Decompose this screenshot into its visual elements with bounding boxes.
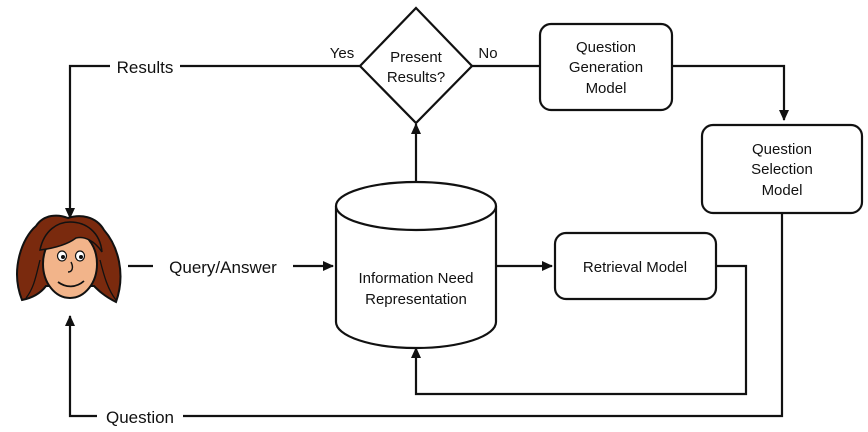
question-label-bg xyxy=(97,405,183,427)
question-selection-line-3: Model xyxy=(762,182,803,199)
question-generation-line-3: Model xyxy=(586,80,627,97)
edge-generation-to-selection xyxy=(672,64,789,121)
question-generation-line-2: Generation xyxy=(569,59,643,76)
question-selection-model-node: Question Selection Model xyxy=(700,123,864,215)
edge-results xyxy=(65,64,360,219)
results-label: Results xyxy=(117,58,174,77)
question-selection-line-2: Selection xyxy=(751,161,813,178)
query-answer-label: Query/Answer xyxy=(169,258,277,277)
information-need-line-1: Information Need xyxy=(358,270,473,287)
results-label-bg xyxy=(110,55,180,77)
edge-retrieval-to-need xyxy=(411,264,748,396)
question-selection-line-1: Question xyxy=(752,141,812,158)
present-results-line-2: Results? xyxy=(387,69,445,86)
question-generation-model-node: Question Generation Model xyxy=(538,22,674,112)
question-label: Question xyxy=(106,408,174,427)
retrieval-model-label: Retrieval Model xyxy=(583,259,687,276)
query-answer-label-bg xyxy=(153,255,293,277)
yes-label: Yes xyxy=(330,45,354,62)
edge-question xyxy=(65,213,784,418)
information-need-line-2: Representation xyxy=(365,291,467,308)
present-results-decision: Present Results? xyxy=(358,6,474,125)
no-label: No xyxy=(478,45,497,62)
question-generation-line-1: Question xyxy=(576,39,636,56)
woman-user-icon xyxy=(16,214,122,304)
present-results-line-1: Present xyxy=(390,49,443,66)
information-need-cylinder: Information Need Representation xyxy=(334,180,498,350)
retrieval-model-node: Retrieval Model xyxy=(553,231,718,301)
